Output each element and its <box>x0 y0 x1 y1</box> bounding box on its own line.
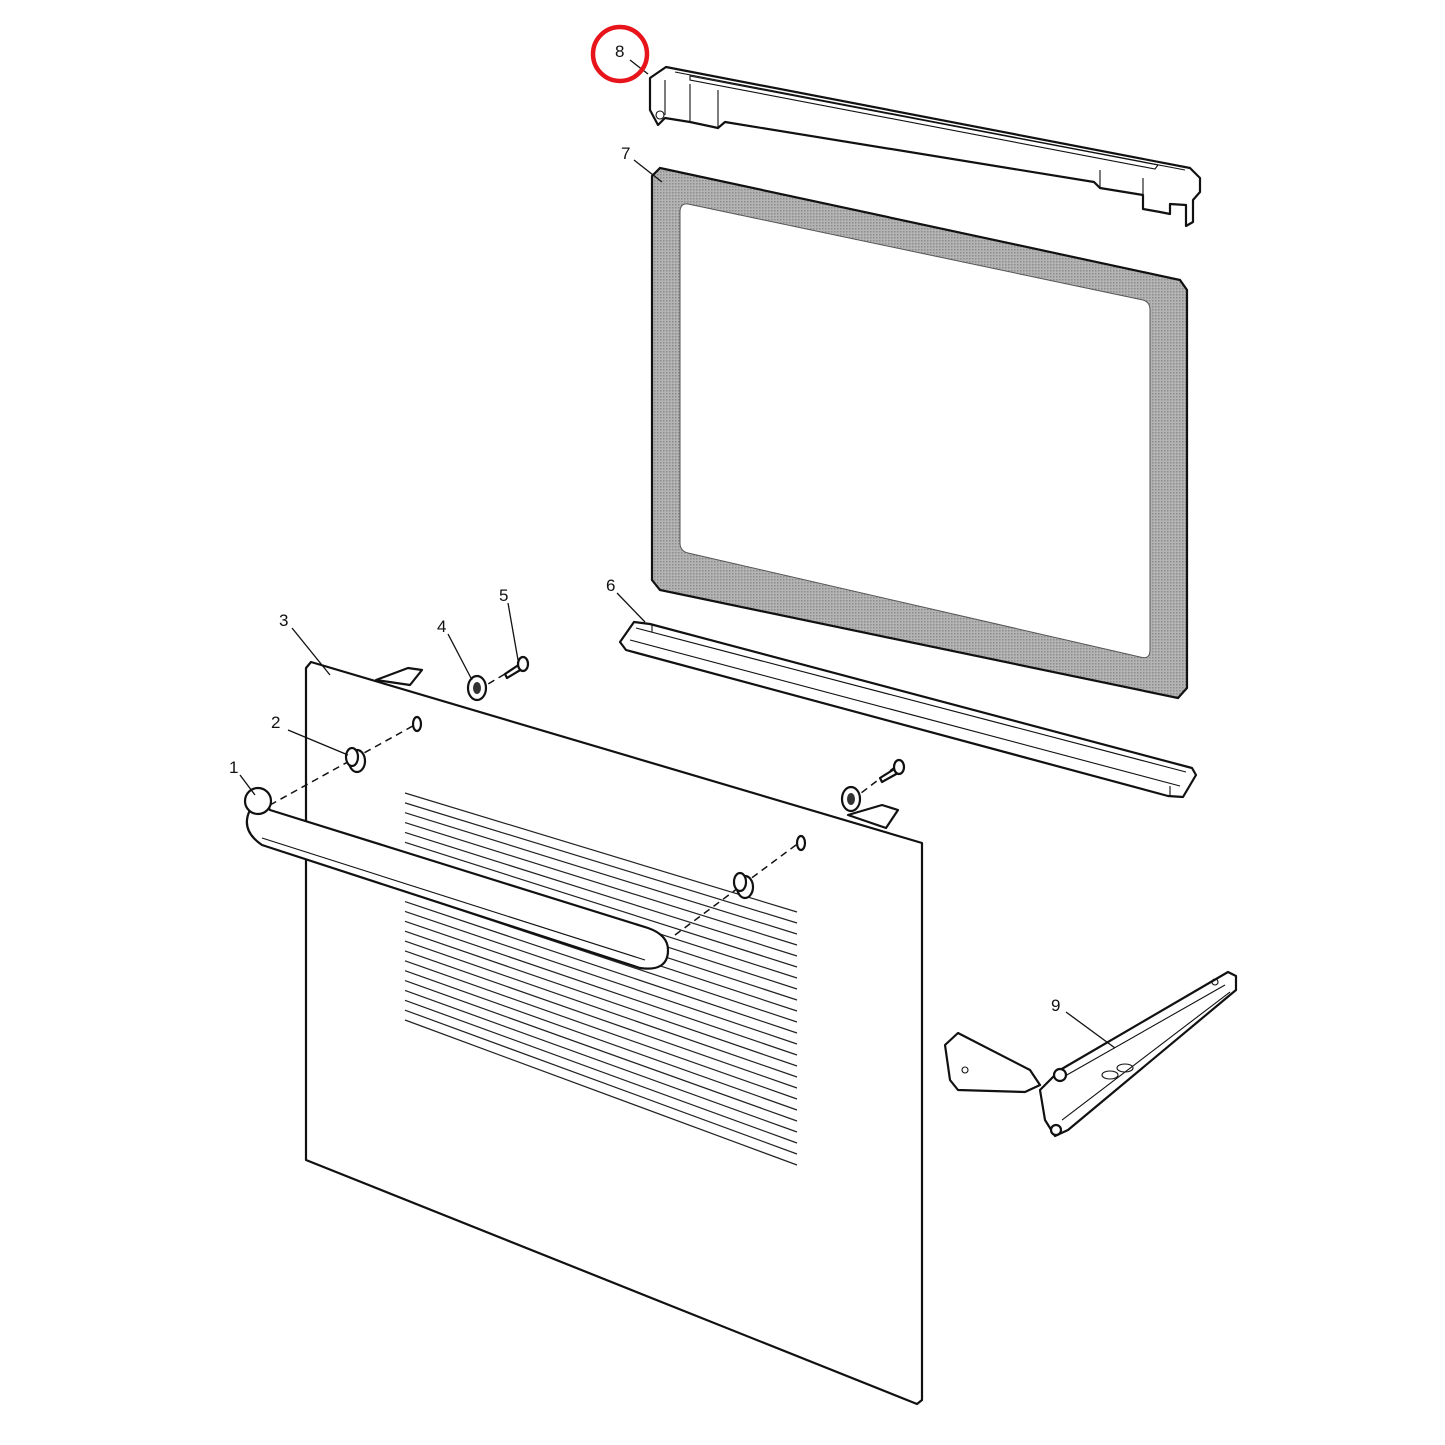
grille-line <box>404 822 798 946</box>
grille-line <box>404 970 798 1111</box>
grille-line <box>404 999 798 1144</box>
callout-label-6: 6 <box>606 576 615 595</box>
callout-label-5: 5 <box>499 586 508 605</box>
callout-leaders <box>239 59 1116 1049</box>
grille-line <box>404 792 798 913</box>
grille-line <box>404 950 798 1089</box>
part-5-screw[interactable] <box>503 655 906 784</box>
grille-line <box>404 812 798 935</box>
grille-line <box>404 1019 798 1166</box>
callout-label-8: 8 <box>615 42 624 61</box>
highlight-circle <box>590 24 650 84</box>
grille-line <box>404 940 798 1078</box>
grille-line <box>404 910 798 1045</box>
grille-line <box>404 989 798 1133</box>
part-2-spacer-left[interactable] <box>344 715 423 774</box>
grille-line <box>404 1009 798 1155</box>
callout-label-2: 2 <box>271 713 280 732</box>
grille-line <box>404 841 798 968</box>
grille-line <box>404 979 798 1122</box>
grille-line <box>404 831 798 957</box>
part-7-inner-glass[interactable] <box>650 166 1189 700</box>
part-1-door-handle[interactable] <box>243 786 670 970</box>
grille-line <box>404 900 798 1034</box>
callout-label-1: 1 <box>229 758 238 777</box>
part-9-door-hinge[interactable] <box>943 970 1238 1138</box>
part-4-washer[interactable] <box>466 674 862 813</box>
grille-line <box>404 930 798 1067</box>
grille-line <box>404 960 798 1100</box>
part-8-top-trim[interactable] <box>648 65 1202 228</box>
grille-line <box>404 802 798 924</box>
part-2-spacer-right[interactable] <box>732 834 807 900</box>
callout-label-4: 4 <box>437 617 446 636</box>
callout-label-7: 7 <box>621 144 630 163</box>
part-6-glass-strip[interactable] <box>618 620 1198 799</box>
callout-label-3: 3 <box>279 611 288 630</box>
part-3-outer-door-panel[interactable] <box>304 660 924 1406</box>
grille-line <box>404 920 798 1056</box>
callout-label-9: 9 <box>1051 996 1060 1015</box>
